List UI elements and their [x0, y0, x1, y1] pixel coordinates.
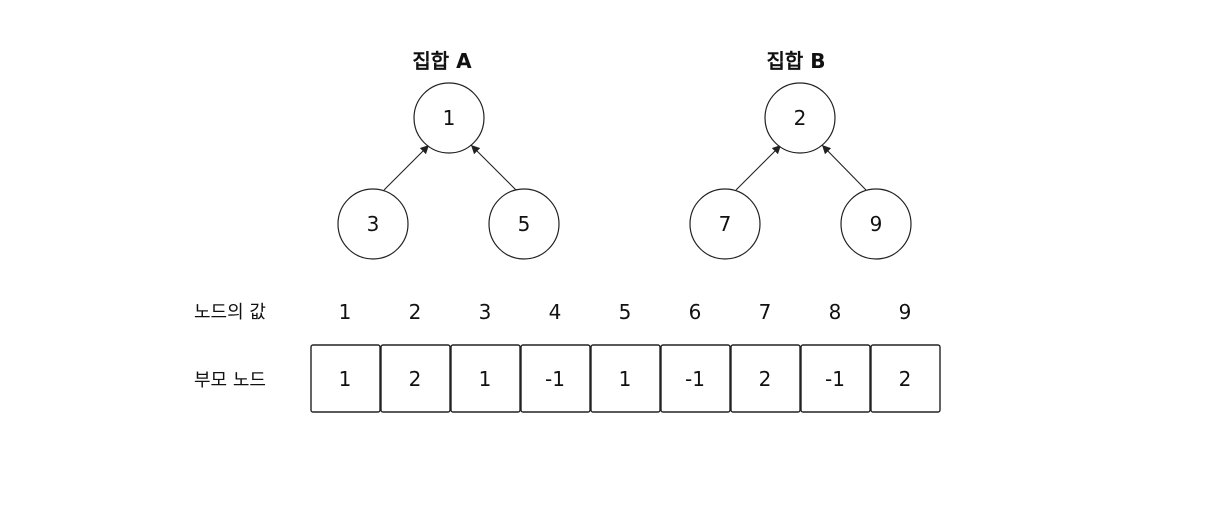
node-value-2: 2: [409, 300, 422, 324]
set-b-child-label-9: 9: [870, 212, 883, 236]
edge-9-to-2: [821, 144, 867, 191]
set-a-child-node-5: 5: [488, 188, 560, 260]
node-value-4: 4: [549, 300, 562, 324]
parent-cell-4: [520, 344, 591, 413]
parent-row-label: 부모 노드: [194, 370, 266, 391]
set-a-child-circle-3: [337, 188, 409, 260]
set-b-child-circle-7: [689, 188, 761, 260]
set-b-child-circle-9: [840, 188, 912, 260]
node-value-1: 1: [339, 300, 352, 324]
index-row-label: 노드의 값: [194, 302, 266, 323]
parent-value-8: -1: [825, 367, 845, 391]
set-a-child-label-5: 5: [518, 212, 531, 236]
parent-cell-8: [800, 344, 871, 413]
set-a-root-circle: [413, 82, 485, 154]
parent-cell-6: [660, 344, 731, 413]
node-value-7: 7: [759, 300, 772, 324]
parent-cell-9: [870, 344, 941, 413]
node-value-9: 9: [899, 300, 912, 324]
set-b-root-label: 2: [794, 106, 807, 130]
set-a-title: 집합 A: [412, 49, 472, 73]
parent-value-6: -1: [685, 367, 705, 391]
parent-values-row: 1 2 1 -1 1 -1 2 -1 2: [310, 344, 941, 413]
set-b-child-node-7: 7: [689, 188, 761, 260]
set-b-root-circle: [764, 82, 836, 154]
parent-cell-7: [730, 344, 801, 413]
parent-cell-3: [450, 344, 521, 413]
set-a-group: 집합 A 1 3 5: [337, 49, 560, 260]
parent-value-7: 2: [759, 367, 772, 391]
set-a-child-node-3: 3: [337, 188, 409, 260]
parent-value-9: 2: [899, 367, 912, 391]
set-b-root-node: 2: [764, 82, 836, 154]
node-value-6: 6: [689, 300, 702, 324]
node-value-3: 3: [479, 300, 492, 324]
parent-value-1: 1: [339, 367, 352, 391]
parent-cell-1: [310, 344, 381, 413]
set-a-child-label-3: 3: [367, 212, 380, 236]
set-a-root-node: 1: [413, 82, 485, 154]
set-a-child-circle-5: [488, 188, 560, 260]
set-b-child-node-9: 9: [840, 188, 912, 260]
parent-value-5: 1: [619, 367, 632, 391]
edge-7-to-2: [735, 144, 782, 191]
set-b-group: 집합 B 2 7 9: [689, 49, 912, 260]
parent-value-4: -1: [545, 367, 565, 391]
node-values-row: 1 2 3 4 5 6 7 8 9: [339, 300, 912, 324]
parent-cell-2: [380, 344, 451, 413]
node-value-8: 8: [829, 300, 842, 324]
edge-5-to-1: [470, 144, 517, 191]
parent-value-3: 1: [479, 367, 492, 391]
parent-value-2: 2: [409, 367, 422, 391]
parent-cell-5: [590, 344, 661, 413]
edge-3-to-1: [383, 144, 430, 191]
set-b-child-label-7: 7: [719, 212, 732, 236]
set-a-root-label: 1: [443, 106, 456, 130]
node-value-5: 5: [619, 300, 632, 324]
set-b-title: 집합 B: [766, 49, 825, 73]
